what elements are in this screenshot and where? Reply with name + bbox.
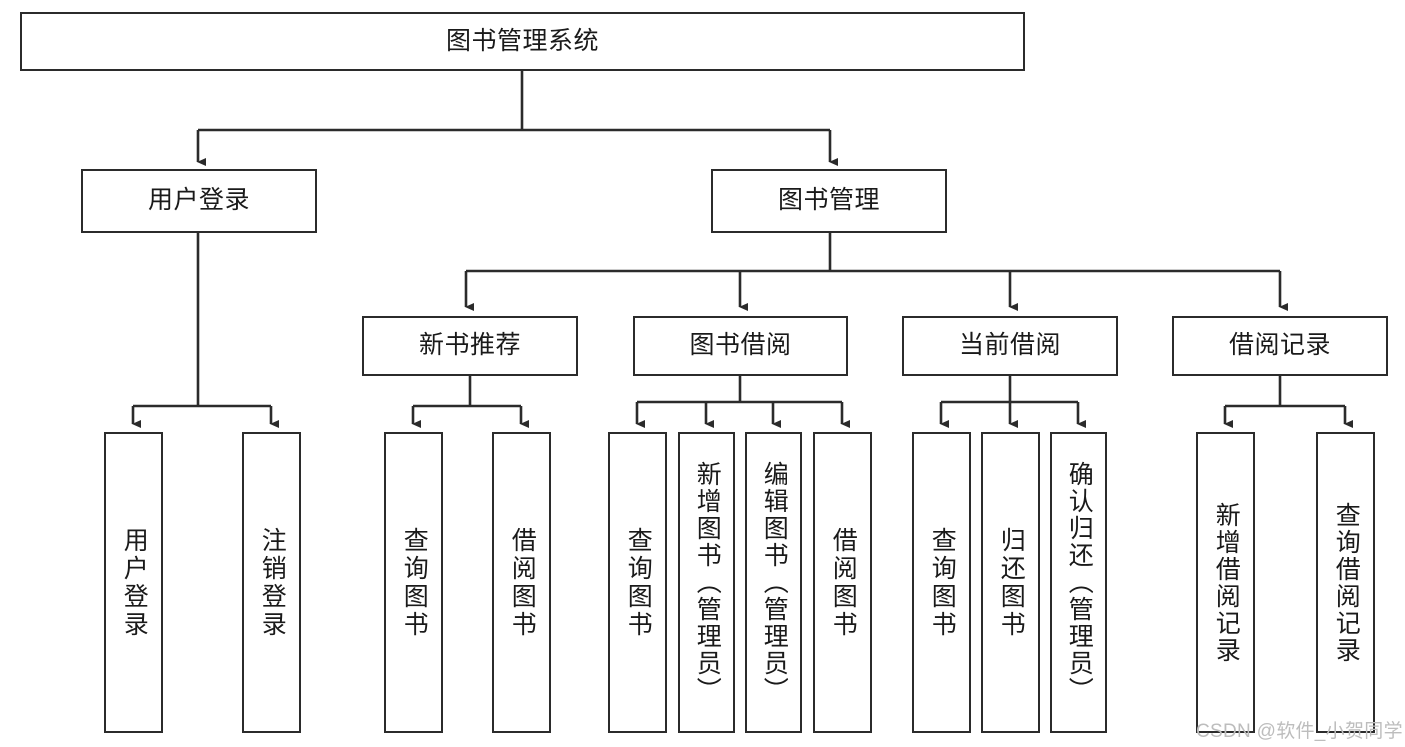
node-new-book-recommend[interactable]: 新书推荐 <box>362 316 578 376</box>
node-label: 查询图书 <box>400 526 429 639</box>
node-label: 新增图书（管理员） <box>693 461 722 704</box>
node-label: 用户登录 <box>147 186 250 215</box>
node-label: 新增借阅记录 <box>1212 501 1241 664</box>
node-label: 借阅图书 <box>508 526 537 639</box>
leaf-current-borrow-confirm-return-admin[interactable]: 确认归还（管理员） <box>1050 432 1107 733</box>
node-label: 当前借阅 <box>958 331 1061 360</box>
node-label: 编辑图书（管理员） <box>760 461 789 704</box>
node-label: 注销登录 <box>258 526 287 639</box>
node-root-book-management-system[interactable]: 图书管理系统 <box>20 12 1025 71</box>
node-label: 图书借阅 <box>689 331 792 360</box>
leaf-new-book-query-book[interactable]: 查询图书 <box>384 432 443 733</box>
leaf-borrow-record-query-record[interactable]: 查询借阅记录 <box>1316 432 1375 733</box>
leaf-user-login-logout[interactable]: 注销登录 <box>242 432 301 733</box>
node-label: 确认归还（管理员） <box>1065 461 1094 704</box>
node-label: 用户登录 <box>120 526 149 639</box>
node-label: 新书推荐 <box>418 331 521 360</box>
leaf-current-borrow-return-book[interactable]: 归还图书 <box>981 432 1040 733</box>
leaf-book-borrow-query-book[interactable]: 查询图书 <box>608 432 667 733</box>
leaf-current-borrow-query-book[interactable]: 查询图书 <box>912 432 971 733</box>
node-borrow-record[interactable]: 借阅记录 <box>1172 316 1388 376</box>
node-label: 图书管理系统 <box>445 26 599 55</box>
node-label: 查询图书 <box>928 526 957 639</box>
node-label: 归还图书 <box>997 526 1026 639</box>
node-book-management[interactable]: 图书管理 <box>711 169 947 233</box>
node-label: 借阅记录 <box>1228 331 1331 360</box>
csdn-watermark: CSDN @软件_小贺同学 <box>1196 721 1403 742</box>
leaf-book-borrow-borrow-book[interactable]: 借阅图书 <box>813 432 872 733</box>
node-user-login[interactable]: 用户登录 <box>81 169 317 233</box>
node-label: 图书管理 <box>777 186 880 215</box>
leaf-book-borrow-edit-book-admin[interactable]: 编辑图书（管理员） <box>745 432 802 733</box>
leaf-user-login-login[interactable]: 用户登录 <box>104 432 163 733</box>
leaf-book-borrow-add-book-admin[interactable]: 新增图书（管理员） <box>678 432 735 733</box>
node-current-borrow[interactable]: 当前借阅 <box>902 316 1118 376</box>
leaf-borrow-record-add-record[interactable]: 新增借阅记录 <box>1196 432 1255 733</box>
node-label: 查询图书 <box>624 526 653 639</box>
node-book-borrow[interactable]: 图书借阅 <box>633 316 848 376</box>
node-label: 借阅图书 <box>829 526 858 639</box>
leaf-new-book-borrow-book[interactable]: 借阅图书 <box>492 432 551 733</box>
node-label: 查询借阅记录 <box>1332 501 1361 664</box>
